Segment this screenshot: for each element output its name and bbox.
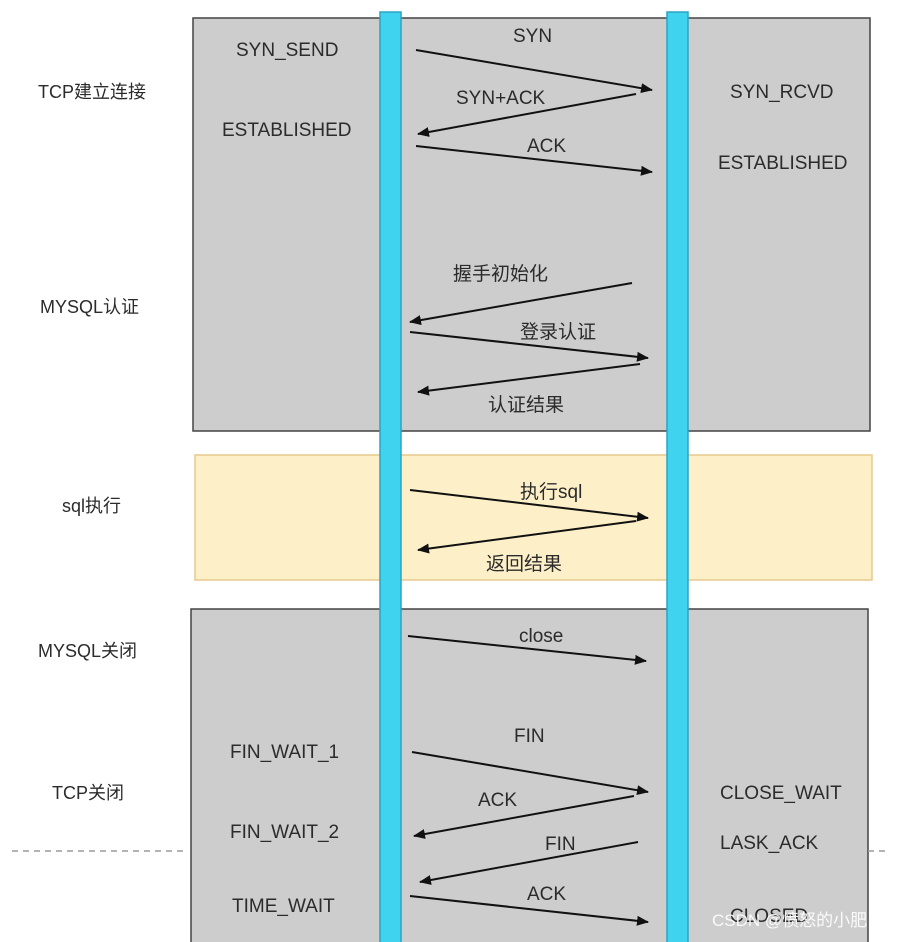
panel-sql-exec [194, 454, 873, 581]
client-lifeline [379, 11, 402, 942]
client-state: ESTABLISHED [222, 120, 352, 141]
arrow-fin-2 [419, 841, 639, 885]
server-state: ESTABLISHED [718, 153, 848, 174]
message-label: FIN [514, 726, 545, 747]
arrow-exec-sql [409, 489, 649, 522]
arrow-login-auth [409, 331, 649, 362]
message-label: 认证结果 [488, 394, 564, 416]
panel-close [190, 608, 869, 942]
watermark: CSDN @愤怒的小肥 [712, 911, 867, 930]
phase-label: MYSQL认证 [40, 297, 139, 317]
phase-label: TCP建立连接 [38, 82, 146, 102]
message-label: SYN+ACK [456, 88, 546, 109]
server-state: CLOSE_WAIT [720, 783, 842, 804]
message-label: FIN [545, 834, 576, 855]
client-state: SYN_SEND [236, 40, 338, 61]
arrow-syn-ack [417, 93, 637, 137]
arrow-ack-3 [409, 895, 649, 926]
arrow-handshake-init [409, 282, 633, 326]
arrow-syn [415, 49, 653, 94]
message-label: ACK [527, 136, 566, 157]
message-label: SYN [513, 26, 552, 47]
message-label: close [519, 626, 563, 647]
message-label: ACK [478, 790, 517, 811]
message-label: 返回结果 [486, 553, 562, 575]
phase-label: sql执行 [62, 496, 121, 516]
arrow-fin-1 [411, 751, 649, 796]
arrow-return-result [417, 520, 637, 554]
client-state: FIN_WAIT_1 [230, 742, 339, 763]
panel-tcp-mysql-connect [192, 17, 871, 432]
message-label: ACK [527, 884, 566, 905]
arrow-ack [415, 145, 653, 176]
arrow-close [407, 635, 647, 665]
server-lifeline [666, 11, 689, 942]
message-label: 登录认证 [520, 321, 596, 343]
phase-label: MYSQL关闭 [38, 641, 137, 661]
client-state: TIME_WAIT [232, 896, 335, 917]
message-label: 执行sql [520, 481, 582, 503]
phase-label: TCP关闭 [52, 783, 124, 803]
arrow-ack-2 [413, 795, 635, 839]
server-state: SYN_RCVD [730, 82, 833, 103]
server-state: LASK_ACK [720, 833, 819, 854]
client-state: FIN_WAIT_2 [230, 822, 339, 843]
server-state: CLOSED [730, 906, 808, 927]
arrow-auth-result [417, 363, 641, 396]
message-label: 握手初始化 [453, 263, 548, 285]
